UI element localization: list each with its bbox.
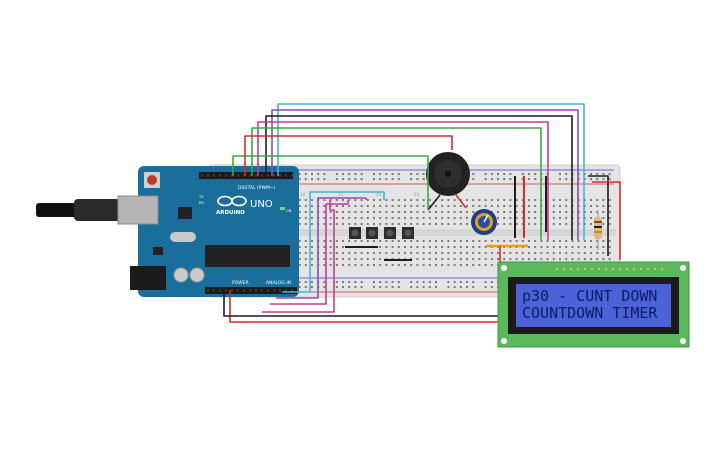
potentiometer[interactable] — [471, 209, 497, 235]
pushbutton[interactable] — [349, 227, 361, 239]
rx-label: RX — [199, 201, 204, 205]
pushbutton[interactable] — [384, 227, 396, 239]
tx-label: TX — [198, 195, 204, 199]
analog-header-label: ANALOG IN — [266, 280, 291, 286]
wire-red — [592, 181, 621, 260]
wire-magenta — [262, 200, 335, 313]
breadboard-jumpers — [345, 176, 547, 261]
resistor[interactable] — [594, 210, 602, 250]
wire-magenta — [270, 200, 349, 305]
wire-magenta — [257, 121, 549, 240]
arduino-logo — [217, 195, 247, 207]
on-led-label: ON — [286, 209, 292, 213]
column-number: 20 — [376, 192, 382, 197]
wires — [223, 103, 621, 323]
lcd-line-2: COUNTDOWN TIMER — [522, 304, 658, 322]
lcd-module[interactable]: p30 - CUNT DOWN COUNTDOWN TIMER — [497, 261, 690, 348]
on-led — [280, 207, 285, 210]
wire-green — [232, 155, 429, 210]
wire-cyan — [277, 103, 585, 240]
board-model-label: UNO — [250, 199, 273, 210]
wire-cyan — [282, 191, 385, 293]
wire-black — [588, 175, 609, 256]
header-pins — [201, 174, 293, 292]
arduino-wordmark: ARDUINO — [216, 210, 245, 216]
column-number: 25 — [414, 192, 420, 197]
wire-black — [265, 115, 573, 240]
pushbutton[interactable] — [366, 227, 378, 239]
arduino-uno-board[interactable]: ARDUINO UNO DIGITAL (PWM~) POWER ANALOG … — [36, 166, 299, 297]
lcd-header-pins — [556, 268, 663, 270]
wire-black — [223, 290, 498, 317]
column-number: 10 — [300, 192, 306, 197]
wire-red — [229, 290, 498, 323]
column-number: 15 — [338, 192, 344, 197]
wire-purple — [271, 109, 579, 240]
pushbuttons — [349, 227, 414, 239]
pushbutton[interactable] — [402, 227, 414, 239]
power-header-label: POWER — [232, 280, 249, 286]
wire-green — [251, 127, 542, 240]
digital-header-label: DIGITAL (PWM~) — [238, 185, 276, 191]
lcd-line-1: p30 - CUNT DOWN — [522, 287, 657, 305]
piezo-buzzer[interactable] — [426, 152, 470, 211]
usb-cable — [36, 199, 120, 221]
wire-red — [244, 135, 453, 176]
wire-purple — [276, 197, 367, 299]
lcd-screen — [516, 284, 671, 327]
